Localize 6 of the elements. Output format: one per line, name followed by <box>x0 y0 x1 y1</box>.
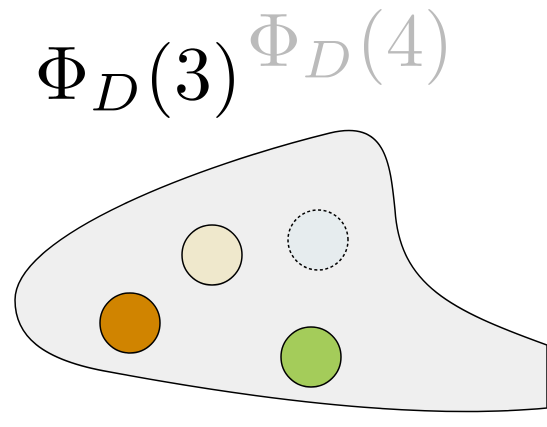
formula-label: $\Phi_D(3)$ <box>38 42 234 118</box>
circle <box>181 224 243 286</box>
circle <box>287 209 349 271</box>
circle <box>280 326 342 388</box>
circle <box>99 292 161 354</box>
formula-label: $\Phi_D(4)$ <box>250 9 446 85</box>
